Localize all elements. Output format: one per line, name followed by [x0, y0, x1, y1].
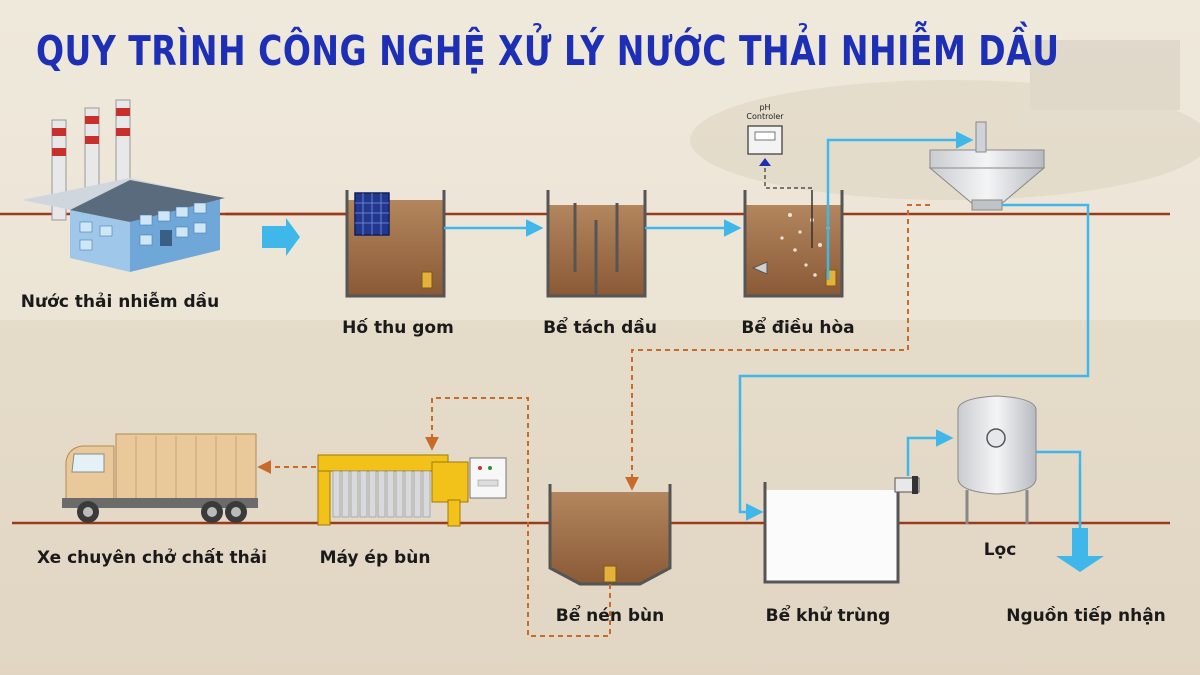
- filter-press-machine: [317, 454, 507, 527]
- label-sludge-thickener: Bể nén bùn: [555, 606, 665, 626]
- page-title: QUY TRÌNH CÔNG NGHỆ XỬ LÝ NƯỚC THẢI NHIỄ…: [36, 26, 1060, 75]
- factory-icon: [22, 99, 225, 272]
- clarifier-tank: [928, 121, 1046, 211]
- sludge-flow-line: [425, 397, 611, 637]
- flow-pipe: [1036, 450, 1082, 528]
- flow-arrow-icon: [262, 218, 300, 256]
- label-receiving-source: Nguồn tiếp nhận: [1006, 606, 1166, 626]
- label-waste-truck: Xe chuyên chở chất thải: [36, 548, 268, 568]
- ph-controller-line2: Controler: [746, 112, 784, 121]
- flow-pipe: [826, 131, 974, 280]
- flow-pipe: [738, 203, 1090, 521]
- disinfection-tank: [763, 476, 920, 584]
- flow-pipe: [906, 429, 954, 476]
- label-filter-press: Máy ép bùn: [319, 548, 431, 568]
- ph-controller-line1: pH: [759, 103, 771, 112]
- label-source: Nước thải nhiễm dầu: [20, 292, 220, 312]
- ph-controller-label: pH Controler: [738, 103, 792, 121]
- filter-vessel: [957, 395, 1037, 524]
- label-oil-separator: Bể tách dầu: [543, 318, 657, 338]
- ph-controller-device: [747, 125, 812, 189]
- equalization-tank: [743, 190, 844, 298]
- label-filter: Lọc: [983, 540, 1017, 560]
- label-disinfection: Bể khử trùng: [765, 606, 891, 626]
- sludge-thickener-tank: [548, 484, 672, 586]
- collection-pit-tank: [345, 190, 446, 298]
- waste-truck-icon: [62, 433, 258, 523]
- oil-separator-tank: [546, 190, 647, 298]
- label-equalization: Bể điều hòa: [741, 318, 855, 338]
- sludge-flow-line: [625, 204, 930, 491]
- label-collection-pit: Hố thu gom: [342, 318, 454, 338]
- discharge-arrow-icon: [1056, 528, 1104, 572]
